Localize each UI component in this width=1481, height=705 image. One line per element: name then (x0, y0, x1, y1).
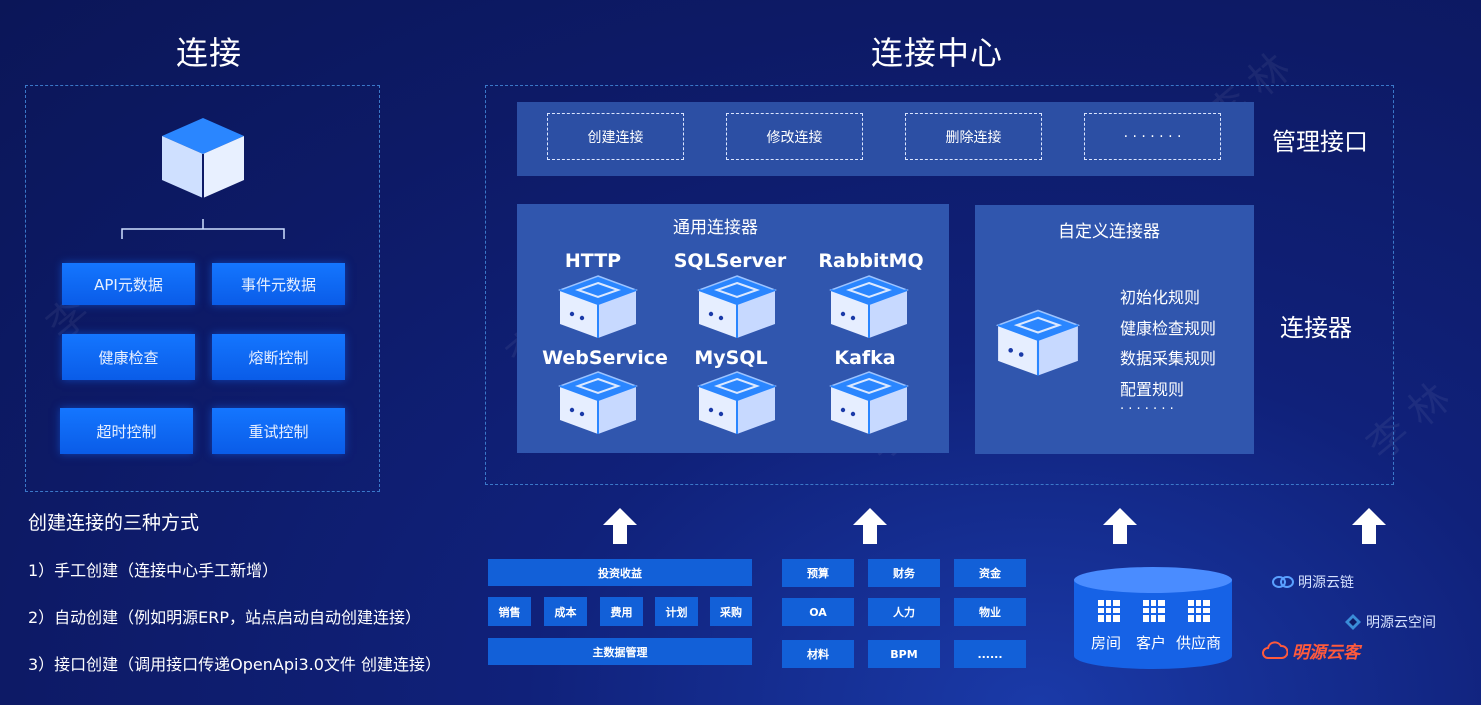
rule-item: 健康检查规则 (1120, 319, 1217, 338)
brand-label: 明源云空间 (1366, 615, 1436, 631)
create-connection-button[interactable]: 创建连接 (547, 113, 684, 160)
brace-icon (121, 219, 285, 239)
rule-item: 配置规则 (1120, 380, 1185, 399)
system-purchase[interactable]: 采购 (710, 597, 752, 626)
more-button[interactable]: · · · · · · · (1084, 113, 1221, 160)
connector-label-webservice: WebService (542, 347, 668, 369)
connection-center-panel (485, 85, 1394, 485)
up-arrow-icon (1103, 508, 1137, 544)
connector-icon (696, 370, 778, 436)
db-label-supplier: 供应商 (1176, 634, 1222, 652)
connector-label-mysql: MySQL (694, 347, 768, 369)
left-panel (25, 85, 380, 492)
space-logo-icon (1345, 614, 1361, 630)
system-master-data[interactable]: 主数据管理 (488, 638, 752, 665)
management-interface-label: 管理接口 (1272, 128, 1368, 156)
howto-item: 3）接口创建（调用接口传递OpenApi3.0文件 创建连接） (28, 655, 441, 674)
management-band (517, 102, 1254, 176)
chain-logo-icon (1272, 576, 1294, 588)
cube-icon (162, 118, 244, 198)
system-budget[interactable]: 预算 (782, 559, 854, 587)
table-icon (1143, 600, 1165, 622)
system-property[interactable]: 物业 (954, 598, 1026, 626)
db-label-customer: 客户 (1136, 634, 1167, 652)
center-title: 连接中心 (871, 34, 1004, 72)
cloud-logo-icon (1262, 640, 1288, 659)
system-material[interactable]: 材料 (782, 640, 854, 668)
system-investment[interactable]: 投资收益 (488, 559, 752, 586)
brand-mingyuan-space: 明源云空间 (1344, 612, 1436, 632)
health-check-button[interactable]: 健康检查 (62, 334, 195, 380)
connector-label-kafka: Kafka (834, 347, 896, 369)
connector-label-http: HTTP (564, 250, 622, 272)
circuit-breaker-button[interactable]: 熔断控制 (212, 334, 345, 380)
brand-mingyuan-chain: 明源云链 (1272, 572, 1354, 592)
system-bpm[interactable]: BPM (868, 640, 940, 668)
table-icon (1098, 600, 1120, 622)
connector-label-sqlserver: SQLServer (673, 250, 787, 272)
api-metadata-button[interactable]: API元数据 (62, 263, 195, 305)
brand-label: 明源云链 (1298, 575, 1354, 591)
retry-control-button[interactable]: 重试控制 (212, 408, 345, 454)
rule-item: · · · · · · · (1120, 402, 1174, 417)
connector-icon (557, 274, 639, 340)
system-oa[interactable]: OA (782, 598, 854, 626)
connector-side-label: 连接器 (1280, 314, 1352, 342)
connector-icon (828, 370, 910, 436)
left-title: 连接 (176, 34, 243, 72)
system-more[interactable]: ...... (954, 640, 1026, 668)
connector-icon (828, 274, 910, 340)
connector-icon (696, 274, 778, 340)
system-plan[interactable]: 计划 (655, 597, 698, 626)
rule-item: 初始化规则 (1120, 288, 1201, 307)
rule-item: 数据采集规则 (1120, 349, 1217, 368)
event-metadata-button[interactable]: 事件元数据 (212, 263, 345, 305)
db-label-room: 房间 (1091, 634, 1122, 652)
up-arrow-icon (603, 508, 637, 544)
table-icon (1188, 600, 1210, 622)
system-expense[interactable]: 费用 (600, 597, 643, 626)
system-cost[interactable]: 成本 (544, 597, 587, 626)
connector-icon (995, 308, 1081, 378)
modify-connection-button[interactable]: 修改连接 (726, 113, 863, 160)
howto-item: 2）自动创建（例如明源ERP，站点启动自动创建连接） (28, 608, 422, 627)
brand-mingyuan-ke: 明源云客 (1262, 638, 1360, 663)
up-arrow-icon (1352, 508, 1386, 544)
system-finance[interactable]: 财务 (868, 559, 940, 587)
connector-label-rabbitmq: RabbitMQ (818, 250, 924, 272)
custom-connector-title: 自定义连接器 (1058, 222, 1160, 242)
system-sales[interactable]: 销售 (488, 597, 531, 626)
system-fund[interactable]: 资金 (954, 559, 1026, 587)
system-hr[interactable]: 人力 (868, 598, 940, 626)
howto-item: 1）手工创建（连接中心手工新增） (28, 561, 279, 580)
general-connector-title: 通用连接器 (673, 218, 758, 238)
delete-connection-button[interactable]: 删除连接 (905, 113, 1042, 160)
connector-icon (557, 370, 639, 436)
brand-label: 明源云客 (1292, 643, 1360, 663)
up-arrow-icon (853, 508, 887, 544)
howto-title: 创建连接的三种方式 (28, 512, 200, 534)
timeout-control-button[interactable]: 超时控制 (60, 408, 193, 454)
